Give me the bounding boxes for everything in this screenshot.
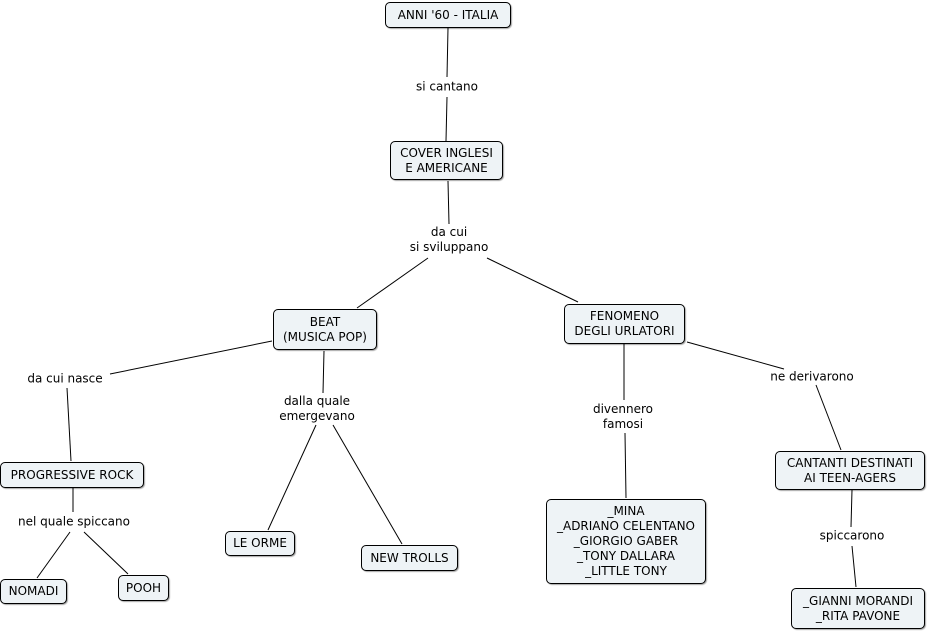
edge-spiccarono-morandi: [851, 545, 857, 588]
link-label-divennero-famosi: divennero famosi: [592, 402, 654, 432]
edge-nel-quale-nomadi: [36, 531, 71, 579]
node-progressive-rock[interactable]: PROGRESSIVE ROCK: [0, 462, 144, 488]
node-fenomeno-urlatori[interactable]: FENOMENO DEGLI URLATORI: [564, 304, 685, 344]
edge-nel-quale-pooh: [83, 531, 129, 575]
edge-beat-dalla-quale: [322, 350, 325, 394]
link-label-nel-quale-spiccano: nel quale spiccano: [18, 514, 130, 530]
edge-dalla-quale-orme: [267, 424, 317, 531]
node-nomadi[interactable]: NOMADI: [0, 579, 67, 604]
node-morandi-pavone[interactable]: _GIANNI MORANDI _RITA PAVONE: [791, 588, 925, 629]
node-anni-60-italia[interactable]: ANNI '60 - ITALIA: [385, 2, 511, 28]
edge-si-cantano-cover: [445, 96, 448, 142]
edge-urlatori-ne-derivarono: [686, 341, 785, 370]
edge-ne-derivarono-cantanti: [815, 384, 842, 451]
node-new-trolls[interactable]: NEW TROLLS: [361, 545, 458, 571]
link-label-da-cui-si-sviluppano: da cui si sviluppano: [409, 225, 489, 255]
link-label-dalla-quale-emergevano: dalla quale emergevano: [279, 394, 355, 424]
edge-divennero-mina: [624, 432, 627, 499]
link-label-spiccarono: spiccarono: [819, 528, 885, 544]
edge-cantanti-spiccarono: [850, 489, 853, 528]
node-cantanti-teen-agers[interactable]: CANTANTI DESTINATI AI TEEN-AGERS: [775, 451, 925, 490]
edge-beat-da-cui-nasce: [109, 340, 273, 375]
edge-anni60-si-cantano: [446, 27, 449, 78]
edge-da-cui-nasce-progressive: [66, 387, 72, 462]
link-label-ne-derivarono: ne derivarono: [770, 369, 854, 385]
edge-da-cui-beat: [356, 257, 429, 309]
node-urlatori-artisti[interactable]: _MINA _ADRIANO CELENTANO _GIORGIO GABER …: [546, 499, 706, 584]
node-cover-inglesi-americane[interactable]: COVER INGLESI E AMERICANE: [390, 141, 503, 180]
edge-cover-da-cui: [447, 180, 450, 225]
link-label-si-cantano: si cantano: [416, 79, 478, 95]
link-label-da-cui-nasce: da cui nasce: [27, 371, 103, 387]
edge-dalla-quale-newtrolls: [332, 424, 403, 545]
node-le-orme[interactable]: LE ORME: [225, 531, 295, 556]
edge-da-cui-urlatori: [486, 257, 579, 303]
node-beat-musica-pop[interactable]: BEAT (MUSICA POP): [273, 309, 377, 350]
node-pooh[interactable]: POOH: [118, 575, 169, 601]
